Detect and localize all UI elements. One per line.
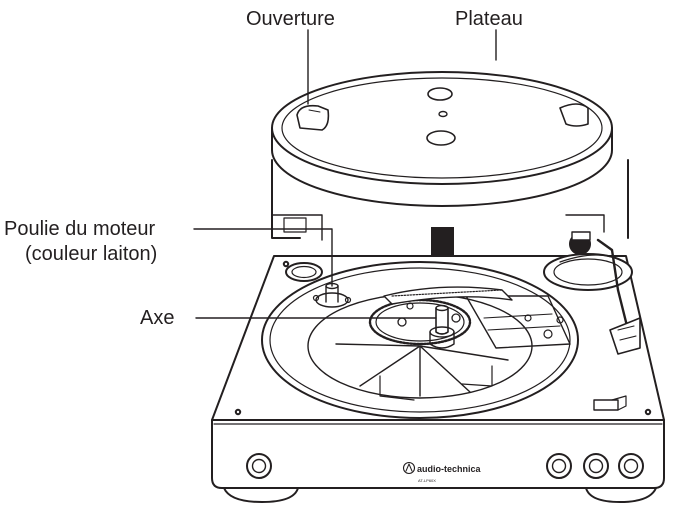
label-axe: Axe	[140, 307, 175, 329]
leader-lines	[193, 29, 497, 319]
model-text: AT-LP60X	[418, 478, 436, 483]
label-ouverture: Ouverture	[246, 8, 335, 30]
motor-pulley	[312, 282, 352, 308]
gear-assembly	[368, 286, 513, 349]
brand-logo-text: audio-technica	[417, 464, 482, 474]
logo-mark-icon	[402, 461, 416, 475]
label-poulie-line2: (couleur laiton)	[25, 243, 158, 265]
label-plateau: Plateau	[455, 8, 523, 30]
front-controls	[246, 453, 644, 479]
dust-cover	[271, 159, 629, 241]
label-poulie-line1: Poulie du moteur	[4, 218, 156, 240]
tonearm	[543, 231, 641, 411]
platter	[271, 71, 613, 207]
